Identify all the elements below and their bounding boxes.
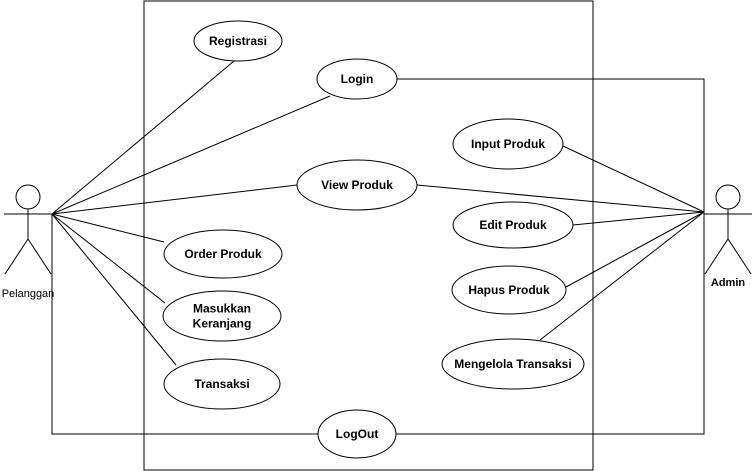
actor-label: Pelanggan [2, 288, 55, 300]
use-case-ellipse [452, 201, 574, 249]
association-admin-hapus-produk [565, 211, 705, 288]
use-case-label: Keranjang [193, 317, 252, 331]
actors: Pelanggan Admin [2, 184, 752, 300]
use-case-label: Order Produk [184, 247, 262, 261]
use-case-ellipse [163, 358, 281, 410]
use-case-ellipse [296, 159, 418, 211]
use-case-hapus-produk: Hapus Produk [451, 265, 567, 315]
actor-pelanggan: Pelanggan [2, 184, 55, 300]
use-case-order-produk: Order Produk [163, 229, 283, 279]
association-admin-edit-produk [572, 211, 705, 226]
actor-right-leg [727, 238, 752, 275]
association-pelanggan-order-produk [51, 213, 165, 243]
association-admin-mengelola-transaksi [539, 211, 705, 341]
actor-left-leg [4, 238, 29, 275]
use-case-label: Masukkan [193, 302, 251, 316]
use-case-logout: LogOut [317, 409, 397, 459]
use-case-label: Input Produk [471, 137, 545, 151]
association-admin-logout [396, 212, 705, 435]
use-case-label: Hapus Produk [468, 283, 550, 297]
use-case-ellipse [162, 290, 282, 342]
system-boundary [143, 0, 594, 471]
use-case-transaksi: Transaksi [163, 358, 281, 410]
actor-left-leg [704, 238, 729, 275]
use-case-label: Login [341, 72, 374, 86]
actor-admin: Admin [704, 184, 752, 289]
actor-head [15, 184, 41, 210]
actor-right-leg [27, 238, 52, 275]
association-pelanggan-transaksi [51, 213, 177, 366]
use-case-input-produk: Input Produk [452, 118, 564, 170]
use-case-ellipse [451, 265, 567, 315]
association-pelanggan-masukkan-keranjang [51, 213, 166, 304]
use-case-mengelola-transaksi: Mengelola Transaksi [441, 338, 585, 390]
use-case-ellipse [441, 338, 585, 390]
use-case-ellipse [452, 118, 564, 170]
association-pelanggan-view-produk [51, 184, 298, 215]
associations [51, 60, 705, 435]
use-case-registrasi: Registrasi [193, 20, 283, 62]
actor-label: Admin [711, 277, 746, 289]
association-admin-login [397, 78, 705, 212]
use-case-label: LogOut [336, 427, 379, 441]
use-case-label: Mengelola Transaksi [454, 357, 571, 371]
actor-head [715, 184, 741, 210]
use-case-ellipse [193, 20, 283, 62]
use-case-label: View Produk [321, 178, 393, 192]
use-case-view-produk: View Produk [296, 159, 418, 211]
use-case-ellipse [163, 229, 283, 279]
association-admin-view-produk [416, 184, 705, 213]
use-case-label: Transaksi [194, 377, 249, 391]
use-case-login: Login [316, 58, 398, 100]
association-admin-input-produk [562, 145, 705, 213]
association-pelanggan-registrasi [51, 60, 235, 215]
association-pelanggan-logout [51, 214, 318, 435]
use-case-label: Registrasi [209, 34, 267, 48]
use-case-edit-produk: Edit Produk [452, 201, 574, 249]
use-case-ellipse [316, 58, 398, 100]
association-pelanggan-login [51, 95, 331, 215]
use-case-label: Edit Produk [479, 218, 547, 232]
use-case-ellipse [317, 409, 397, 459]
